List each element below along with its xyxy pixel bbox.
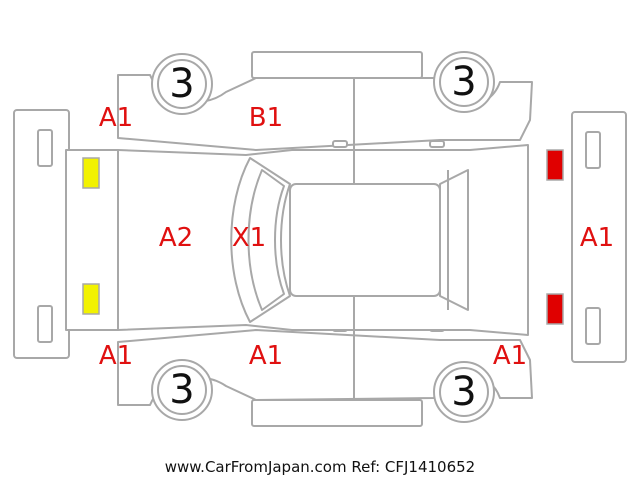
code-right-front-door: A1 xyxy=(249,341,283,371)
headlamp-icon xyxy=(82,157,100,189)
rear-bumper xyxy=(571,111,627,363)
code-windshield: X1 xyxy=(232,223,266,253)
reference-footer: www.CarFromJapan.com Ref: CFJ1410652 xyxy=(165,458,475,476)
taillamp-icon xyxy=(546,149,564,181)
wheel-front-right-number: 3 xyxy=(169,367,194,413)
wheel-rear-left: 3 xyxy=(433,51,495,113)
wheel-front-left-number: 3 xyxy=(169,61,194,107)
code-left-front-door: B1 xyxy=(249,103,283,133)
taillamp-icon xyxy=(546,293,564,325)
wheel-rear-left-number: 3 xyxy=(451,59,476,105)
wheel-rear-right-number: 3 xyxy=(451,369,476,415)
code-hood: A2 xyxy=(159,223,193,253)
wheel-rear-right: 3 xyxy=(433,361,495,423)
front-bumper xyxy=(13,109,70,359)
cabin xyxy=(230,157,469,323)
code-rear-right-fender: A1 xyxy=(493,341,527,371)
headlamp-icon xyxy=(82,283,100,315)
code-rear-bumper: A1 xyxy=(580,223,614,253)
wheel-front-right: 3 xyxy=(151,359,213,421)
code-front-left-fender: A1 xyxy=(99,103,133,133)
wheel-front-left: 3 xyxy=(151,53,213,115)
code-front-bumper: A1 xyxy=(99,341,133,371)
